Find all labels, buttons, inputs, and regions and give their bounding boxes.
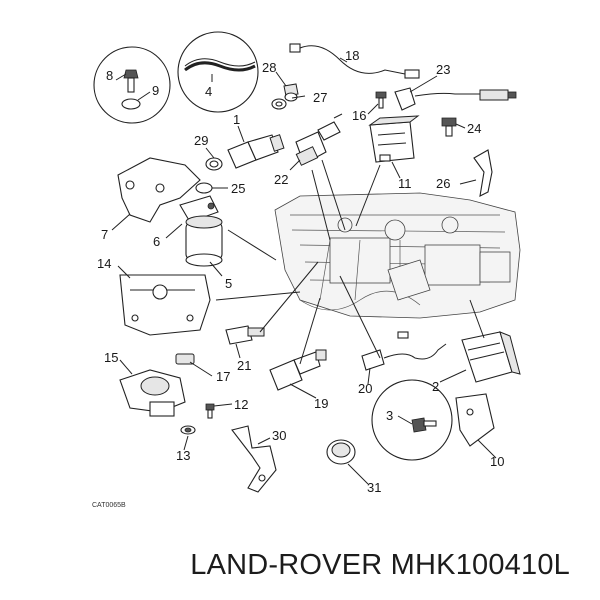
callout-7: 7 [101, 227, 108, 242]
callout-31: 31 [367, 480, 381, 495]
part-10-bracket [455, 393, 495, 447]
callout-1: 1 [233, 112, 240, 127]
callout-14: 14 [97, 256, 111, 271]
part-19-sensor [269, 349, 327, 391]
catalog-code: CAT0065B [92, 502, 126, 509]
part-3-bolt [371, 379, 453, 461]
callout-28: 28 [262, 60, 276, 75]
part-16-bolt [375, 91, 387, 109]
part-20-sensor [361, 331, 447, 371]
callout-30: 30 [272, 428, 286, 443]
callout-18: 18 [345, 48, 359, 63]
part-23-sensor [394, 87, 517, 111]
part-30-bracket [231, 425, 277, 493]
part-8-9-bolt-washer [93, 46, 171, 124]
callout-15: 15 [104, 350, 118, 365]
callout-4: 4 [205, 84, 212, 99]
part-11-module [368, 115, 420, 163]
callout-16: 16 [352, 108, 366, 123]
part-4-hose [177, 31, 259, 113]
callout-5: 5 [225, 276, 232, 291]
part-17-block [175, 353, 195, 365]
callout-27: 27 [313, 90, 327, 105]
part-number-label: LAND-ROVER MHK100410L [190, 549, 570, 581]
callout-25: 25 [231, 181, 245, 196]
callout-26: 26 [436, 176, 450, 191]
part-29-washer [205, 157, 223, 171]
part-31-plug [326, 439, 356, 465]
callout-9: 9 [152, 83, 159, 98]
callout-6: 6 [153, 234, 160, 249]
callout-13: 13 [176, 448, 190, 463]
part-26-bracket [473, 149, 493, 197]
part-15-sensor [119, 369, 186, 417]
callout-17: 17 [216, 369, 230, 384]
part-18-sensor-lead [289, 43, 420, 79]
callout-19: 19 [314, 396, 328, 411]
part-14-plate [119, 274, 211, 336]
part-7-bracket [117, 157, 201, 223]
callout-3: 3 [386, 408, 393, 423]
callout-11: 11 [398, 176, 412, 191]
callout-20: 20 [358, 381, 372, 396]
callout-24: 24 [467, 121, 481, 136]
callout-22: 22 [274, 172, 288, 187]
part-12-13-bolt-washer [180, 403, 215, 435]
callout-labels: 1 2 3 4 5 6 7 8 9 10 11 12 13 14 15 16 1… [92, 48, 504, 509]
callout-29: 29 [194, 133, 208, 148]
engine-assembly [274, 192, 521, 319]
callout-12: 12 [234, 397, 248, 412]
part-2-control-unit [461, 331, 521, 383]
part-5-6-25-canister [179, 182, 223, 267]
callout-2: 2 [432, 379, 439, 394]
callout-10: 10 [490, 454, 504, 469]
part-1-switch [227, 134, 285, 169]
part-24-bolt [441, 117, 457, 137]
part-22-sensor [295, 113, 343, 166]
part-21-sensor [225, 325, 265, 345]
callout-23: 23 [436, 62, 450, 77]
part-27-28-clips [271, 83, 299, 110]
leader-lines [111, 57, 497, 485]
callout-21: 21 [237, 358, 251, 373]
callout-8: 8 [106, 68, 113, 83]
